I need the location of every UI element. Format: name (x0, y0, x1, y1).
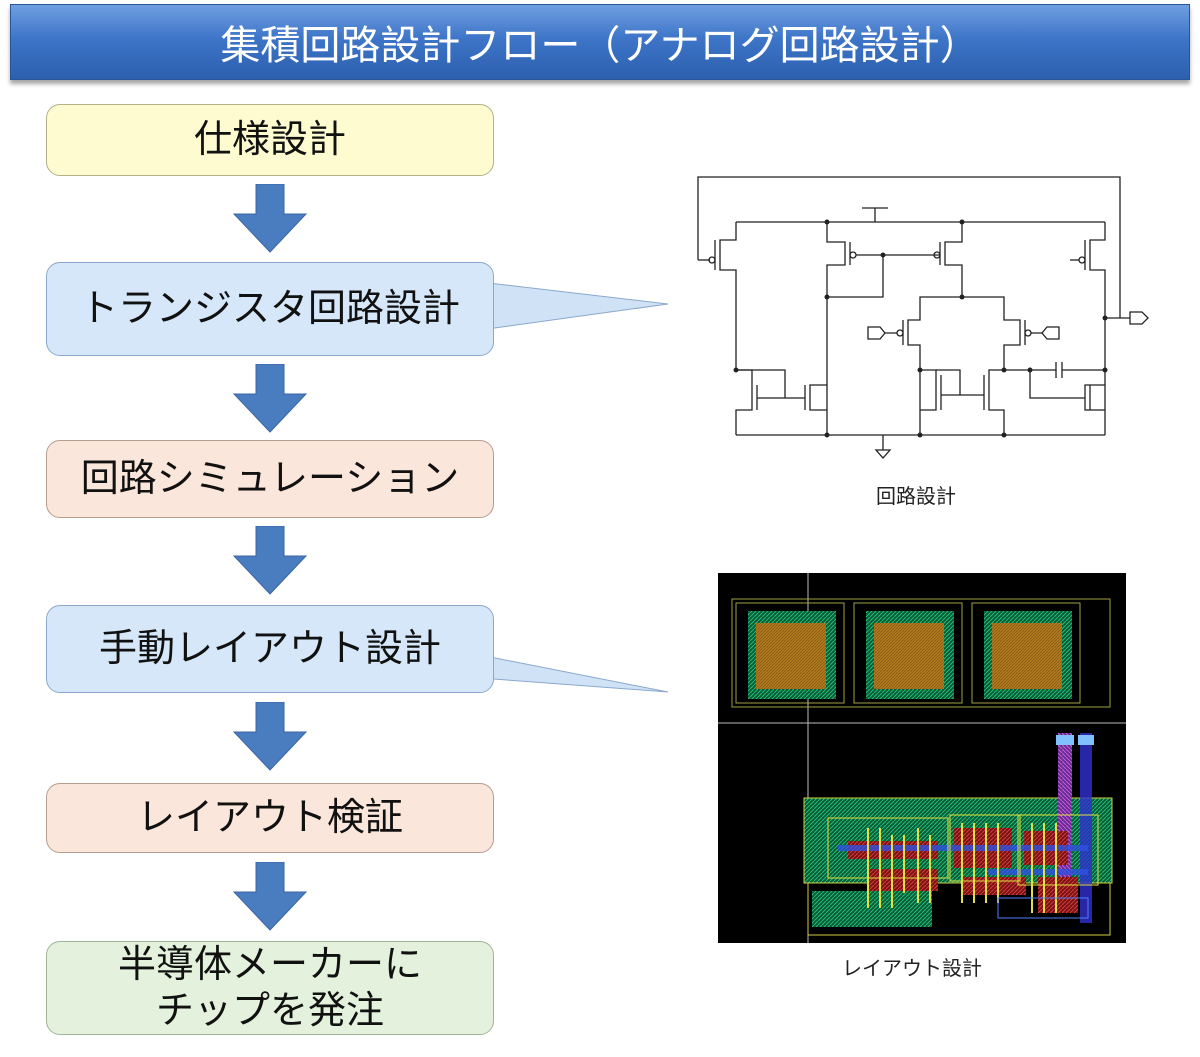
down-arrow-icon (232, 702, 308, 771)
step-circuit-simulation: 回路シミュレーション (46, 440, 494, 518)
callout-layout (479, 654, 669, 693)
down-arrow-icon (232, 364, 308, 433)
step-layout-verification: レイアウト検証 (46, 783, 494, 853)
layout-drawing (718, 573, 1126, 943)
callout-transistor (479, 281, 669, 331)
page-title: 集積回路設計フロー（アナログ回路設計） (220, 23, 980, 69)
layout-caption: レイアウト設計 (842, 956, 982, 980)
step-label: 仕様設計 (193, 117, 346, 162)
step-label: 回路シミュレーション (80, 456, 460, 501)
down-arrow-icon (232, 184, 308, 253)
step-label: 手動レイアウト設計 (98, 626, 441, 671)
down-arrow-icon (232, 526, 308, 595)
step-manual-layout: 手動レイアウト設計 (46, 605, 494, 693)
step-transistor-design: トランジスタ回路設計 (46, 262, 494, 356)
step-label: トランジスタ回路設計 (79, 286, 460, 331)
circuit-schematic (697, 176, 1149, 459)
step-label: レイアウト検証 (136, 795, 403, 840)
title-banner: 集積回路設計フロー（アナログ回路設計） (10, 4, 1190, 80)
schematic-caption: 回路設計 (876, 484, 956, 508)
down-arrow-icon (232, 862, 308, 931)
layout-image (718, 573, 1126, 943)
step-order-chip: 半導体メーカーに チップを発注 (46, 941, 494, 1035)
step-spec-design: 仕様設計 (46, 104, 494, 176)
step-label: 半導体メーカーに チップを発注 (117, 942, 422, 1032)
